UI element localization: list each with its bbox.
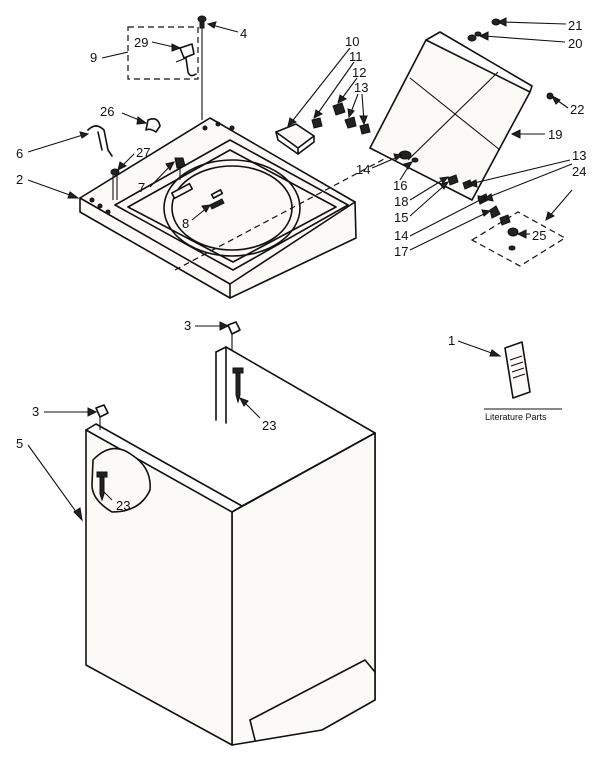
part-6-bracket: [87, 125, 113, 157]
part-29-switch: [175, 43, 197, 77]
callout-3-front: 3: [32, 404, 39, 419]
screw-8: [209, 198, 225, 210]
cabinet-toe-kick-edge: [249, 719, 256, 741]
callout-19: 19: [548, 127, 562, 142]
callout-5: 5: [16, 436, 23, 451]
callout-29: 29: [134, 35, 148, 50]
clip-3-back: [227, 321, 241, 350]
callout-14-upper: 14: [356, 162, 370, 177]
callout-15: 15: [394, 210, 408, 225]
callout-labels: 1 2 3 3 4 5 6 7 8 9 10 11 12 13 13 14 14…: [16, 18, 586, 513]
callout-17: 17: [394, 244, 408, 259]
cabinet-right-panel: [231, 432, 376, 746]
callout-12: 12: [352, 65, 366, 80]
callout-6: 6: [16, 146, 23, 161]
lid-opening-inner: [127, 149, 337, 263]
part-7-button: [174, 157, 186, 180]
top-panel-body: [79, 117, 357, 299]
box-9: [127, 26, 199, 80]
literature-booklet: [504, 341, 531, 399]
callout-14-lower: 14: [394, 228, 408, 243]
part-26-clip: [145, 118, 161, 133]
callout-22: 22: [570, 102, 584, 117]
callout-11: 11: [349, 49, 363, 64]
callout-26: 26: [100, 104, 114, 119]
callout-27: 27: [136, 145, 150, 160]
lid-panel: [369, 39, 531, 201]
callout-23-front: 23: [116, 498, 130, 513]
clip-3-front: [95, 404, 109, 430]
lid-top-edge: [425, 31, 533, 93]
part-27-nut: [110, 168, 120, 200]
callout-13-right: 13: [572, 148, 586, 163]
cabinet: [85, 346, 376, 746]
callout-4: 4: [240, 26, 247, 41]
callout-8: 8: [182, 216, 189, 231]
screw-23-back: [232, 367, 244, 404]
part-25: [507, 227, 519, 251]
callout-10: 10: [345, 34, 359, 49]
literature-label: Literature Parts: [485, 412, 547, 422]
callout-24: 24: [572, 164, 586, 179]
leader-lines: [27, 17, 573, 522]
callout-3-back: 3: [184, 318, 191, 333]
callout-7: 7: [138, 180, 145, 195]
callout-25: 25: [532, 228, 546, 243]
callout-21: 21: [568, 18, 582, 33]
screw-23-front: [96, 471, 108, 502]
front-panel-cutaway: [91, 447, 151, 513]
lid-diagonal-2: [407, 71, 499, 161]
cabinet-toe-kick: [249, 659, 376, 721]
callout-20: 20: [568, 36, 582, 51]
callout-2: 2: [16, 172, 23, 187]
callout-23-back: 23: [262, 418, 276, 433]
cabinet-front-rim: [85, 423, 243, 513]
callout-16: 16: [393, 178, 407, 193]
box-24: [470, 211, 567, 267]
cabinet-right-rim: [241, 432, 376, 507]
hinge-pins-20-21: [467, 18, 501, 42]
lid-alignment-line: [174, 139, 421, 271]
part-4-screw: [197, 15, 207, 29]
callout-18: 18: [394, 194, 408, 209]
callout-1: 1: [448, 333, 455, 348]
top-panel: [79, 117, 357, 299]
tub-ring: [163, 159, 301, 257]
callout-13-top: 13: [354, 80, 368, 95]
lid-switch-parts: [275, 102, 371, 155]
callout-9: 9: [90, 50, 97, 65]
